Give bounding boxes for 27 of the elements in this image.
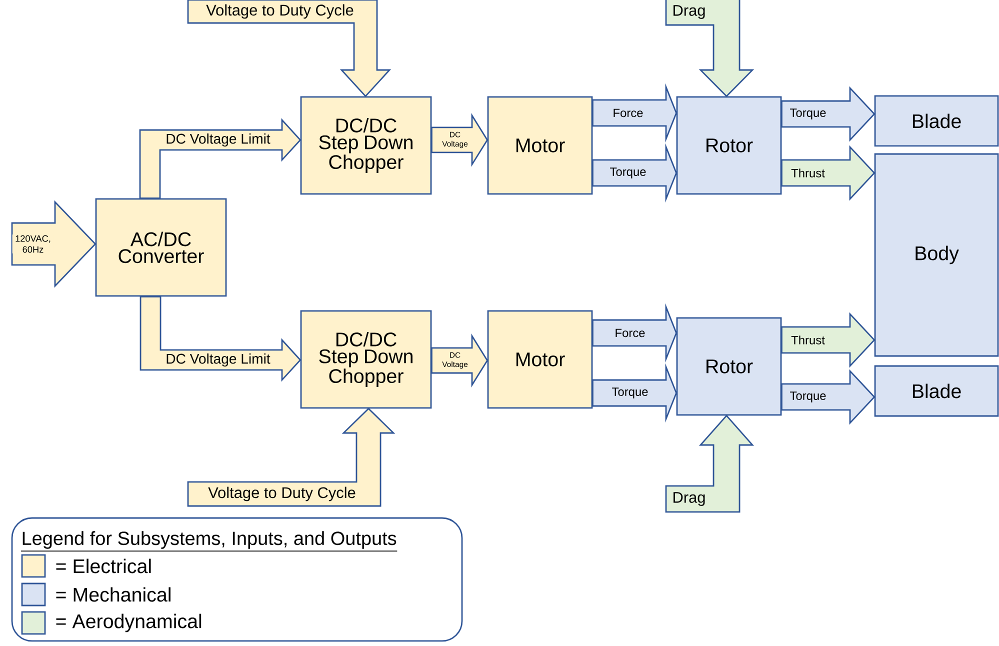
subsystem-box: DC/DC Step Down Chopper	[300, 310, 432, 409]
subsystem-box: Rotor	[676, 96, 782, 195]
edge-label: DC Voltage Limit	[164, 132, 272, 148]
subsystem-box: Motor	[487, 310, 593, 409]
subsystem-box: Body	[874, 153, 999, 357]
subsystem-box: Blade	[874, 365, 999, 417]
edge-label: Drag	[672, 4, 706, 20]
legend-title: Legend for Subsystems, Inputs, and Outputs	[20, 531, 398, 552]
edge-label: Voltage to Duty Cycle	[205, 4, 355, 20]
edge-label: Voltage to Duty Cycle	[207, 486, 357, 502]
legend-text: = Aerodynamical	[56, 614, 202, 632]
subsystem-box: AC/DC Converter	[95, 198, 227, 297]
edge-label: DC Voltage Limit	[164, 352, 272, 368]
edge-label: Torque	[609, 166, 647, 180]
legend-text: = Mechanical	[56, 587, 170, 602]
edge-label: Torque	[611, 386, 649, 400]
edge-label: Torque	[789, 390, 827, 404]
edge-label: Drag	[672, 491, 706, 507]
edge-label: Force	[612, 108, 644, 118]
subsystem-box: Rotor	[676, 317, 782, 416]
legend-text: = Electrical	[56, 558, 151, 574]
edge-label: 120VAC, 60Hz	[12, 234, 54, 254]
subsystem-box: Blade	[874, 95, 999, 147]
edge-label: Force	[614, 328, 646, 338]
edge-label: Torque	[789, 108, 827, 120]
subsystem-box: DC/DC Step Down Chopper	[300, 96, 432, 195]
subsystem-box: Motor	[487, 96, 593, 195]
